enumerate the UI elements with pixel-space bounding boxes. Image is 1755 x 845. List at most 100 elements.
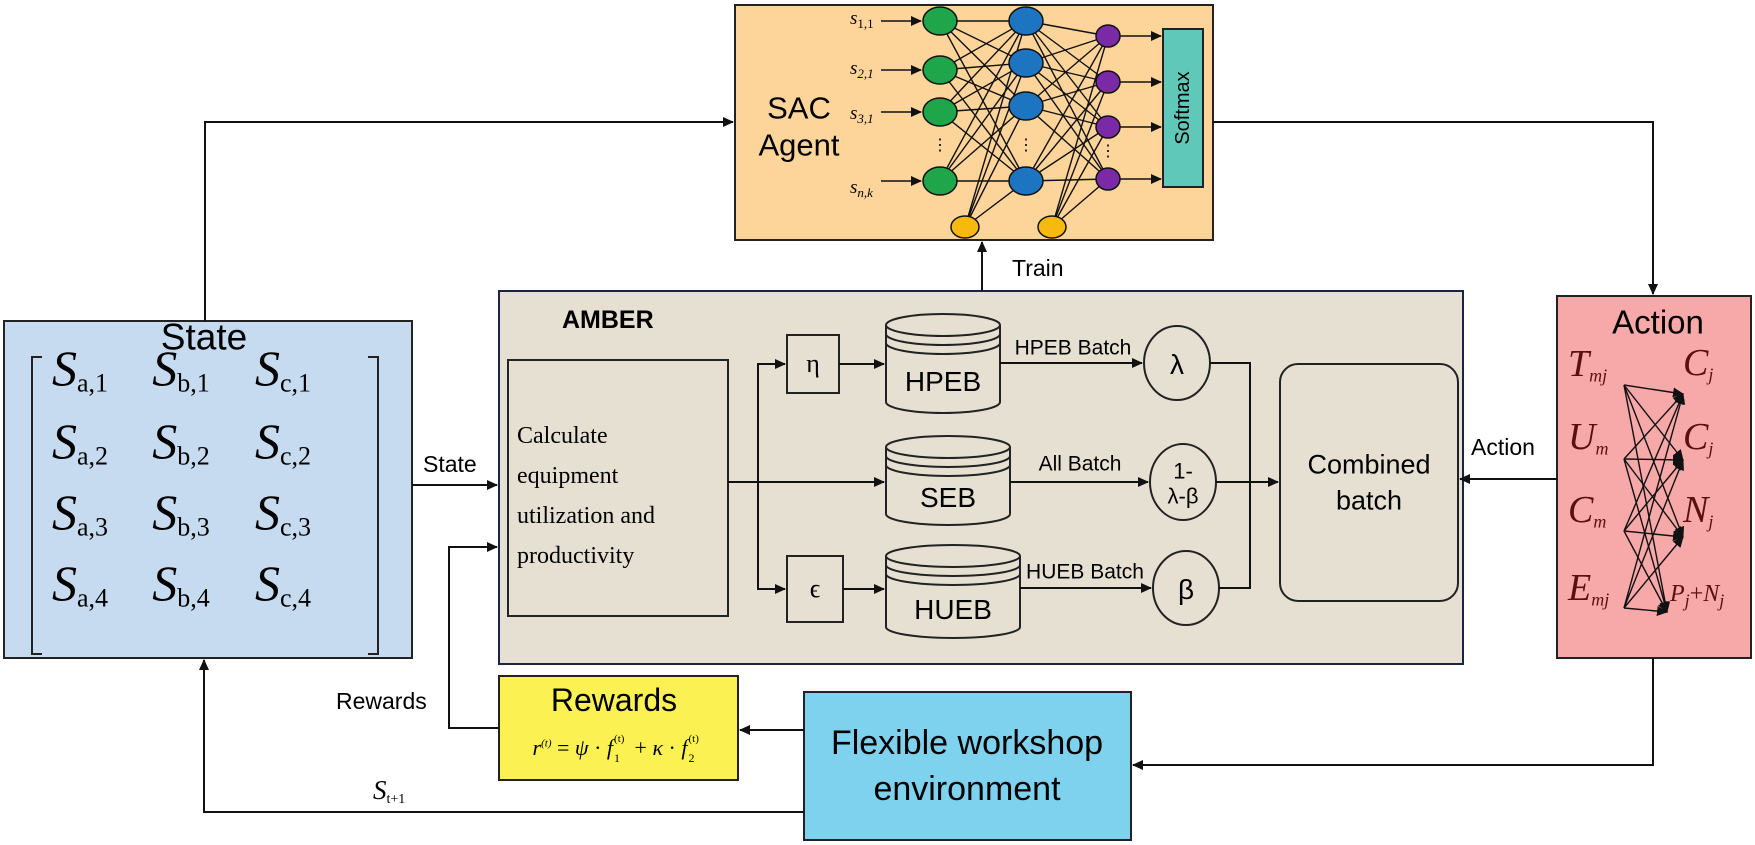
- output-neuron: [1095, 70, 1121, 94]
- combined-batch-box: [1279, 363, 1459, 602]
- action-mapping-line: [1623, 393, 1686, 609]
- agent-input-label: sn,k: [850, 177, 873, 200]
- hueb-batch-label: HUEB Batch: [1026, 560, 1144, 584]
- action-title: Action: [1612, 303, 1704, 341]
- action-source-term: Um: [1568, 416, 1609, 459]
- eta-box: [786, 334, 840, 394]
- action-source-term: Emj: [1568, 567, 1610, 610]
- combined-batch-label: Combined batch: [1307, 449, 1431, 516]
- agent-title: SAC Agent: [758, 90, 840, 162]
- hidden-neuron: [1008, 6, 1044, 36]
- environment-box: [803, 691, 1132, 841]
- action-target-term: Cj: [1683, 342, 1714, 385]
- nn-edge: [939, 20, 1027, 107]
- nn-edge: [1025, 105, 1109, 180]
- matrix-brackets: [31, 356, 379, 655]
- hidden-neuron: [1008, 48, 1044, 78]
- action-mapping-line: [1623, 393, 1684, 460]
- nn-edge: [1025, 20, 1109, 128]
- amber-title: AMBER: [562, 306, 654, 334]
- state-matrix-cell: Sb,1: [152, 340, 210, 398]
- agent-input-label: s3,1: [850, 103, 874, 126]
- nn-edge: [1025, 81, 1109, 182]
- action-mapping-line: [1623, 384, 1684, 461]
- state-box: [3, 320, 413, 659]
- rewards-edge-label: Rewards: [336, 688, 427, 714]
- input-neuron: [922, 6, 958, 36]
- nn-edge: [1025, 62, 1109, 180]
- calc-box: [507, 359, 729, 617]
- state-matrix-cell: Sc,4: [254, 555, 312, 613]
- hueb-cylinder: [885, 544, 1021, 639]
- action-target-term: Pj+Nj: [1670, 581, 1725, 611]
- state-matrix-cell: Sc,2: [254, 413, 312, 471]
- environment-label: Flexible workshop environment: [830, 724, 1104, 808]
- nn-edge: [939, 105, 1027, 182]
- hidden-neuron: [1008, 91, 1044, 121]
- state-matrix-cell: Sb,3: [152, 484, 210, 542]
- action-source-term: Tmj: [1568, 343, 1608, 386]
- neural-net-nodes: [922, 6, 1121, 239]
- action-target-term: Cj: [1683, 416, 1714, 459]
- softmax-label: Softmax: [1172, 71, 1194, 145]
- output-neuron: [1095, 167, 1121, 191]
- neural-net-input-arrows: [881, 16, 922, 186]
- input-neuron: [922, 55, 958, 85]
- nn-edge: [1051, 35, 1109, 228]
- nn-edge: [1051, 81, 1109, 228]
- action-mapping-line: [1623, 530, 1668, 613]
- lambda-to-combined-connector: [1210, 362, 1251, 482]
- nn-edge: [939, 69, 1027, 182]
- rewards-to-amber-connector: [448, 542, 499, 729]
- all-batch-label: All Batch: [1038, 452, 1122, 476]
- action-mapping-line: [1623, 384, 1684, 398]
- epsilon-box: [786, 555, 844, 623]
- nn-edge: [1051, 126, 1109, 228]
- action-mapping-line: [1623, 458, 1684, 538]
- state-matrix-cell: Sc,3: [254, 484, 312, 542]
- hpeb-batch-label: HPEB Batch: [1014, 336, 1132, 360]
- action-mapping-line: [1623, 459, 1684, 609]
- state-matrix-cell: Sb,4: [152, 555, 210, 613]
- epsilon-label: ϵ: [809, 574, 821, 603]
- action-mapping-line: [1623, 536, 1684, 609]
- train-edge-label: Train: [1012, 255, 1064, 281]
- input-neuron: [922, 97, 958, 127]
- nn-edge: [939, 62, 1027, 182]
- nn-edge: [939, 111, 1027, 182]
- agent-input-label: s2,1: [850, 58, 874, 81]
- nn-edge: [1025, 35, 1109, 182]
- input-neuron: [922, 166, 958, 196]
- hueb-label: HUEB: [914, 594, 992, 625]
- split-to-eta-connector: [757, 359, 786, 482]
- neural-net-output-arrows: [1120, 31, 1162, 184]
- hidden-ellipsis: ⋮: [1018, 137, 1034, 154]
- action-mapping-line: [1623, 459, 1684, 532]
- hpeb-cylinder: [885, 313, 1001, 414]
- nn-edge: [1025, 35, 1109, 107]
- nn-edge: [939, 20, 1027, 113]
- output-ellipsis: ⋮: [1100, 143, 1116, 160]
- reward-formula: r(t) = ψ · f(t)1 + κ · f(t)2: [532, 733, 699, 765]
- split-to-epsilon-connector: [757, 482, 786, 594]
- seb-cylinder: [885, 435, 1011, 526]
- state-title: State: [160, 316, 248, 358]
- nn-edge: [964, 105, 1027, 228]
- agent-to-action-connector: [1213, 121, 1658, 295]
- output-neuron: [1095, 24, 1121, 48]
- state-edge-label: State: [423, 451, 477, 477]
- lambda-label: λ: [1170, 349, 1184, 380]
- output-neuron: [1095, 115, 1121, 139]
- beta-to-combined-connector: [1219, 482, 1251, 589]
- seb-label: SEB: [919, 482, 977, 513]
- beta-label: β: [1177, 574, 1195, 605]
- hpeb-label: HPEB: [904, 366, 982, 397]
- eta-label: η: [806, 349, 820, 378]
- mid-weight-label: 1- λ-β: [1167, 458, 1199, 509]
- agent-input-label: s1,1: [850, 8, 874, 31]
- action-source-term: Cm: [1568, 489, 1607, 532]
- action-mapping-line: [1623, 393, 1684, 532]
- action-edge-label: Action: [1471, 434, 1535, 460]
